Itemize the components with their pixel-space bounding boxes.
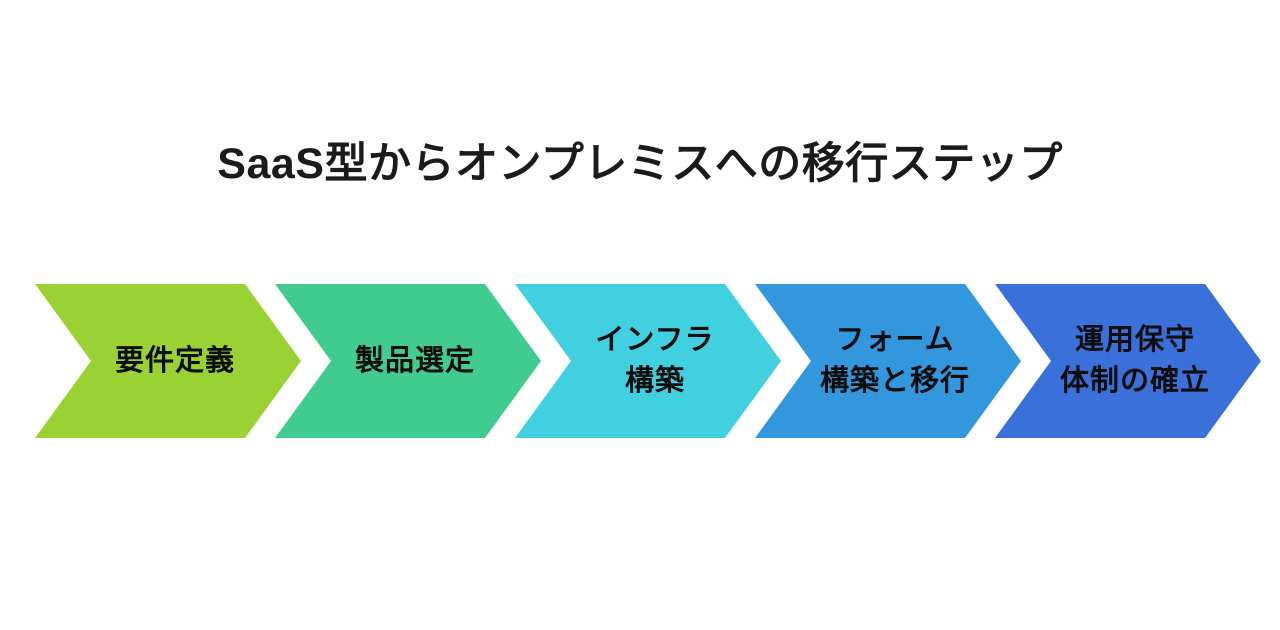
step-label-line: インフラ <box>595 324 715 356</box>
step-label: 製品選定 <box>275 284 541 438</box>
step-label: 要件定義 <box>35 284 301 438</box>
step-chevron-1: 要件定義 <box>35 284 301 438</box>
step-chevron-4: フォーム 構築と移行 <box>755 284 1021 438</box>
step-label-line: 構築 <box>624 365 685 397</box>
step-chevron-2: 製品選定 <box>275 284 541 438</box>
page-title: SaaS型からオンプレミスへの移行ステップ <box>217 139 1063 188</box>
step-label-line: 製品選定 <box>354 344 475 377</box>
step-label-line: フォーム <box>835 324 955 356</box>
step-label-line: 構築と移行 <box>819 365 970 397</box>
step-label-line: 要件定義 <box>114 344 235 377</box>
step-label: フォーム 構築と移行 <box>755 284 1021 438</box>
step-chevron-3: インフラ 構築 <box>515 284 781 438</box>
step-label-line: 運用保守 <box>1074 324 1195 356</box>
step-label: 運用保守 体制の確立 <box>995 284 1261 438</box>
step-label-line: 体制の確立 <box>1059 365 1210 397</box>
step-chevron-5: 運用保守 体制の確立 <box>995 284 1261 438</box>
step-label: インフラ 構築 <box>515 284 781 438</box>
process-steps-row: 要件定義 製品選定 インフラ 構築 フォーム 構築と移行 運用保守 <box>0 284 1280 438</box>
